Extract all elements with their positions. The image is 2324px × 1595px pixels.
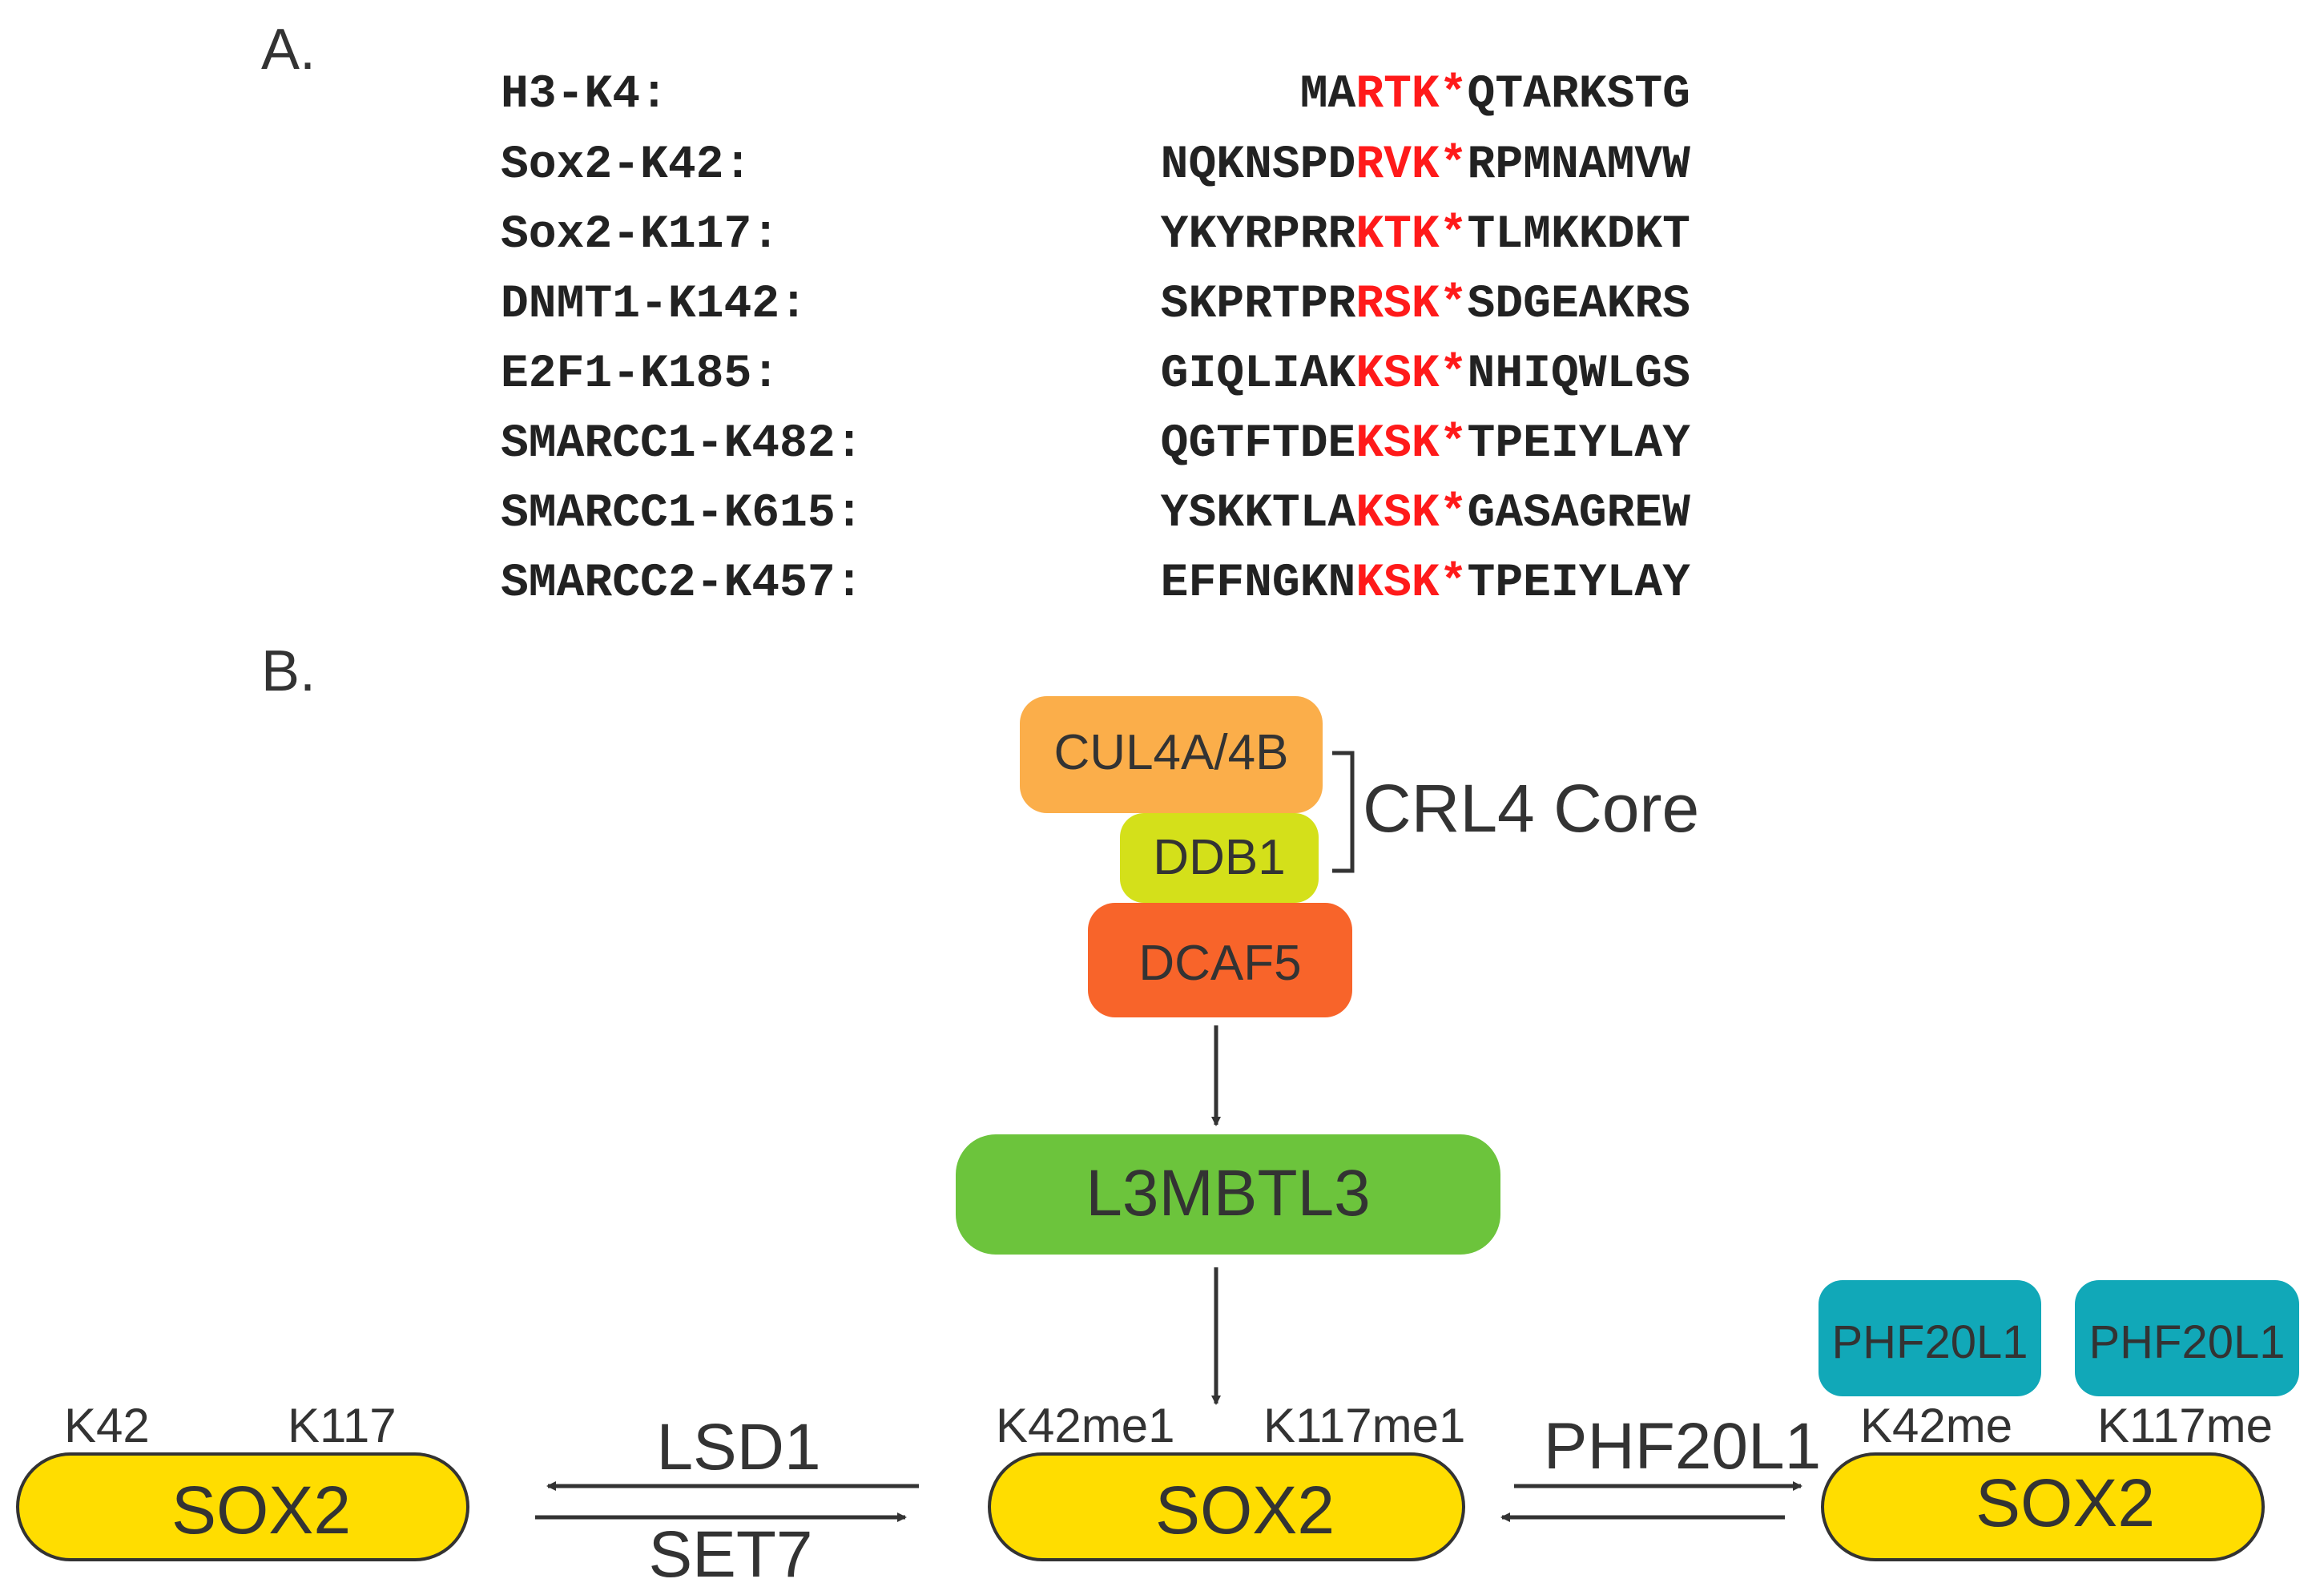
sequence-motif: RSK [1355, 279, 1440, 331]
phf20l1-box [1819, 1280, 2041, 1396]
methyl-site-mark: * [1440, 69, 1468, 121]
crl4-core-label: CRL4 Core [1363, 771, 1699, 846]
sequence-motif: RVK [1355, 139, 1440, 191]
sequence-motif: KSK [1355, 348, 1440, 401]
lsd1-label: LSD1 [656, 1411, 820, 1484]
ddb1-label: DDB1 [1153, 830, 1285, 885]
sequence-prefix: YSKKTLA [1161, 488, 1356, 540]
alignment-row: E2F1-K185: GIQLIAKKSK*NHIQWLGS [501, 348, 1690, 401]
alignment-row: SMARCC1-K615: YSKKTLAKSK*GASAGREW [501, 488, 1690, 540]
site-label-k117me: K117me [2097, 1399, 2273, 1452]
panel-a: A. H3-K4: MARTK*QTARKSTG Sox2-K42: NQKNS… [261, 18, 1690, 610]
sequence: QGTFTDEKSK*TPEIYLAY [1161, 418, 1691, 470]
sox2-box [988, 1452, 1465, 1561]
sequence-prefix: NQKNSPD [1161, 139, 1356, 191]
protein-site-name: Sox2-K42: [501, 139, 751, 191]
protein-site-name: SMARCC2-K457: [501, 558, 863, 610]
sequence-motif: KSK [1355, 418, 1440, 470]
methyl-site-mark: * [1440, 348, 1468, 401]
sequence-suffix: SDGEAKRS [1468, 279, 1690, 331]
sequence: GIQLIAKKSK*NHIQWLGS [1161, 348, 1690, 401]
site-label-k42me: K42me [1860, 1399, 2012, 1452]
l3mbtl3-label: L3MBTL3 [1085, 1157, 1371, 1230]
sequence-prefix: EFFNGKN [1161, 558, 1356, 610]
panel-a-label: A. [261, 18, 316, 82]
sequence-suffix: NHIQWLGS [1468, 348, 1690, 401]
protein-site-name: DNMT1-K142: [501, 279, 808, 331]
sequence-motif: KSK [1355, 558, 1440, 610]
methyl-site-mark: * [1440, 209, 1468, 261]
sequence-suffix: TPEIYLAY [1468, 558, 1691, 610]
crl4-core-bracket [1332, 751, 1355, 873]
sequence: YSKKTLAKSK*GASAGREW [1161, 488, 1691, 540]
sox2-monomethylated: K42me1 K117me1 SOX2 [988, 1399, 1465, 1561]
l3mbtl3-box [956, 1134, 1500, 1255]
cul4-box [1020, 696, 1323, 813]
alignment-row: SMARCC1-K482: QGTFTDEKSK*TPEIYLAY [501, 418, 1690, 470]
sox2-unmethylated: K42 K117 SOX2 [16, 1399, 469, 1561]
sequence-prefix: QGTFTDE [1161, 418, 1356, 470]
protein-site-name: H3-K4: [501, 69, 668, 121]
phf20l1-label: PHF20L1 [2088, 1316, 2285, 1368]
phf20l1-binding-equilibrium: PHF20L1 [1500, 1410, 1821, 1522]
sequence-suffix: GASAGREW [1468, 488, 1691, 540]
sequence: NQKNSPDRVK*RPMNAMVW [1161, 139, 1691, 191]
sequence-motif: KSK [1355, 488, 1440, 540]
crl4-complex: CUL4A/4B DDB1 DCAF5 CRL4 Core [1020, 696, 1699, 1017]
phf20l1-label: PHF20L1 [1831, 1316, 2028, 1368]
phf20l1-box [2075, 1280, 2299, 1396]
sequence-suffix: QTARKSTG [1468, 69, 1690, 121]
sequence-prefix: MA [1300, 69, 1356, 121]
sox2-label: SOX2 [1976, 1465, 2155, 1541]
sequence: YKYRPRRKTK*TLMKKDKT [1161, 209, 1690, 261]
site-label-k117me1: K117me1 [1263, 1399, 1465, 1452]
phf20l1-arrow-label: PHF20L1 [1544, 1410, 1821, 1483]
site-label-k117: K117 [288, 1399, 397, 1452]
sox2-methylated-bound: K42me K117me SOX2 [1821, 1399, 2273, 1561]
site-label-k42: K42 [64, 1399, 150, 1452]
alignment-row: Sox2-K42: NQKNSPDRVK*RPMNAMVW [501, 139, 1690, 191]
methyl-site-mark: * [1440, 418, 1468, 470]
sequence-motif: RTK [1355, 69, 1440, 121]
sequence: EFFNGKNKSK*TPEIYLAY [1161, 558, 1691, 610]
alignment-row: H3-K4: MARTK*QTARKSTG [501, 69, 1690, 121]
ddb1-box [1120, 813, 1319, 903]
alignment-row: SMARCC2-K457: EFFNGKNKSK*TPEIYLAY [501, 558, 1690, 610]
protein-site-name: SMARCC1-K482: [501, 418, 863, 470]
methyl-site-mark: * [1440, 488, 1468, 540]
methyl-site-mark: * [1440, 139, 1468, 191]
cul4-label: CUL4A/4B [1054, 725, 1289, 780]
alignment-row: Sox2-K117: YKYRPRRKTK*TLMKKDKT [501, 209, 1690, 261]
dcaf5-box [1088, 903, 1352, 1017]
sequence: MARTK*QTARKSTG [1300, 69, 1690, 121]
sox2-label: SOX2 [1155, 1472, 1335, 1548]
sequence-suffix: RPMNAMVW [1468, 139, 1691, 191]
set7-label: SET7 [648, 1518, 812, 1591]
sox2-box [1821, 1452, 2265, 1561]
sequence-prefix: YKYRPRR [1161, 209, 1356, 261]
protein-site-name: SMARCC1-K615: [501, 488, 863, 540]
sequence-suffix: TPEIYLAY [1468, 418, 1691, 470]
sequence-prefix: GIQLIAK [1161, 348, 1356, 401]
protein-site-name: Sox2-K117: [501, 209, 779, 261]
sequence-alignment: H3-K4: MARTK*QTARKSTG Sox2-K42: NQKNSPDR… [501, 69, 1690, 610]
lsd1-set7-equilibrium: LSD1 SET7 [535, 1411, 919, 1591]
sox2-box [16, 1452, 469, 1561]
panel-b: B. CUL4A/4B DDB1 DCAF5 CRL4 Core L3MBTL3… [16, 639, 2299, 1591]
sequence: SKPRTPRRSK*SDGEAKRS [1161, 279, 1690, 331]
protein-site-name: E2F1-K185: [501, 348, 779, 401]
sequence-motif: KTK [1355, 209, 1440, 261]
sox2-label: SOX2 [171, 1472, 351, 1548]
dcaf5-label: DCAF5 [1138, 936, 1301, 991]
alignment-row: DNMT1-K142: SKPRTPRRSK*SDGEAKRS [501, 279, 1690, 331]
sequence-prefix: SKPRTPR [1161, 279, 1356, 331]
methyl-site-mark: * [1440, 279, 1468, 331]
panel-b-label: B. [261, 639, 316, 703]
sequence-suffix: TLMKKDKT [1468, 209, 1690, 261]
phf20l1-reader: PHF20L1 [1819, 1280, 2041, 1396]
site-label-k42me1: K42me1 [996, 1399, 1174, 1452]
phf20l1-reader: PHF20L1 [2075, 1280, 2299, 1396]
methyl-site-mark: * [1440, 558, 1468, 610]
